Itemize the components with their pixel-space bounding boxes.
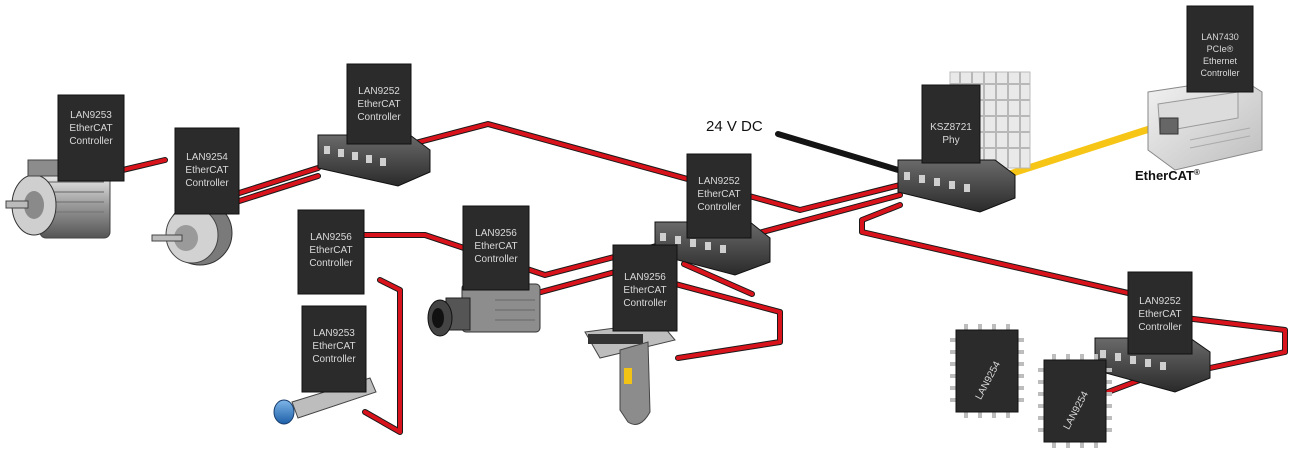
chip-ksz8721-phy: KSZ8721 Phy bbox=[921, 84, 981, 164]
ethercat-label-text: EtherCAT bbox=[1135, 168, 1194, 183]
chip-line: Controller bbox=[1200, 68, 1239, 78]
chip-line: LAN9252 bbox=[1139, 296, 1181, 307]
switch-3 bbox=[897, 159, 1016, 213]
chip-lan9252-b: LAN9252 EtherCAT Controller bbox=[686, 153, 752, 239]
chip-lan9254-encoder: LAN9254 EtherCAT Controller bbox=[174, 127, 240, 215]
pc-interface-box-icon bbox=[1147, 77, 1263, 171]
chip-line: PCIe® bbox=[1207, 44, 1234, 54]
chip-line: LAN7430 bbox=[1201, 32, 1239, 42]
chip-line: LAN9252 bbox=[698, 176, 740, 187]
power-label: 24 V DC bbox=[706, 118, 763, 135]
chip-line: LAN9254 bbox=[186, 152, 228, 163]
chip-line: EtherCAT bbox=[69, 123, 112, 134]
encoder-icon bbox=[151, 200, 233, 266]
switch-1 bbox=[317, 134, 431, 187]
chip-line: KSZ8721 bbox=[930, 122, 972, 133]
chip-line: Controller bbox=[357, 112, 401, 123]
chip-line: Controller bbox=[474, 254, 518, 265]
chip-lan9254-qfn-b: LAN9254 bbox=[1038, 354, 1112, 448]
chip-line: LAN9253 bbox=[313, 328, 355, 339]
chip-line: EtherCAT bbox=[623, 285, 666, 296]
power-cable bbox=[775, 131, 908, 175]
registered-mark: ® bbox=[1194, 168, 1200, 177]
chip-lan9252-a: LAN9252 EtherCAT Controller bbox=[346, 63, 412, 145]
ethercat-label: EtherCAT® bbox=[1135, 168, 1200, 183]
chip-line: LAN9252 bbox=[358, 86, 400, 97]
chip-line: EtherCAT bbox=[357, 99, 400, 110]
chip-line: Controller bbox=[623, 298, 667, 309]
chip-line: Phy bbox=[942, 135, 959, 146]
ethernet-cable bbox=[981, 119, 1172, 186]
chip-lan9256-a: LAN9256 EtherCAT Controller bbox=[297, 209, 365, 295]
chip-line: EtherCAT bbox=[697, 189, 740, 200]
servo-motor-icon bbox=[5, 159, 111, 239]
chip-line: EtherCAT bbox=[309, 245, 352, 256]
chip-line: LAN9256 bbox=[624, 272, 666, 283]
chip-line: Controller bbox=[309, 258, 353, 269]
chip-line: LAN9253 bbox=[70, 110, 112, 121]
chip-lan9254-qfn-a: LAN9254 bbox=[950, 324, 1024, 418]
chip-lan9256-scanner: LAN9256 EtherCAT Controller bbox=[612, 244, 678, 332]
chip-line: LAN9256 bbox=[475, 228, 517, 239]
chip-line: Controller bbox=[697, 202, 741, 213]
chip-line: LAN9256 bbox=[310, 232, 352, 243]
chip-line: Controller bbox=[1138, 322, 1182, 333]
chip-line: EtherCAT bbox=[1138, 309, 1181, 320]
chip-lan7430-pcie: LAN7430 PCIe® Ethernet Controller bbox=[1186, 5, 1254, 93]
chip-line: Controller bbox=[69, 136, 113, 147]
chip-line: EtherCAT bbox=[185, 165, 228, 176]
chip-line: EtherCAT bbox=[312, 341, 355, 352]
chip-line: Ethernet bbox=[1203, 56, 1238, 66]
chip-line: Controller bbox=[312, 354, 356, 365]
chip-lan9252-c: LAN9252 EtherCAT Controller bbox=[1127, 271, 1193, 355]
chip-line: Controller bbox=[185, 178, 229, 189]
chip-lan9253-sensor: LAN9253 EtherCAT Controller bbox=[301, 305, 367, 393]
chip-lan9253-motor: LAN9253 EtherCAT Controller bbox=[57, 94, 125, 182]
chip-line: EtherCAT bbox=[474, 241, 517, 252]
chip-lan9256-camera: LAN9256 EtherCAT Controller bbox=[462, 205, 530, 291]
camera-icon bbox=[427, 283, 541, 337]
ethercat-switches bbox=[317, 134, 1211, 393]
barcode-scanner-icon bbox=[584, 321, 676, 425]
